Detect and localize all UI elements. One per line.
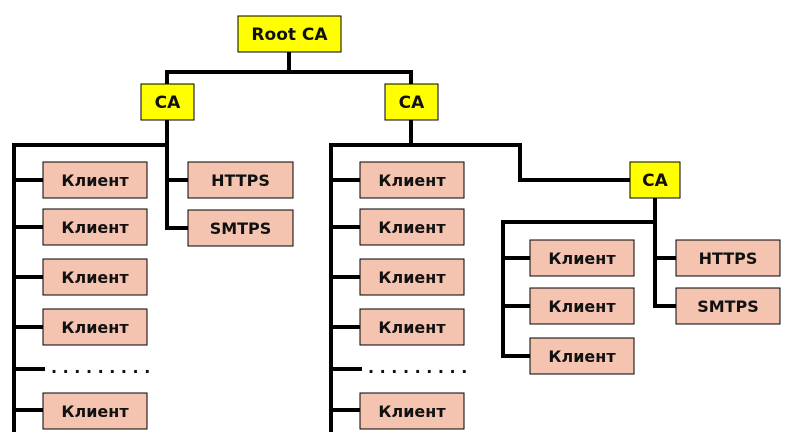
left-client-box-4: [42, 308, 148, 346]
left-client-branches: [12, 178, 45, 412]
right-ca-label: CA: [399, 93, 425, 113]
sub-client-branches: [501, 256, 532, 358]
root-ca-label: Root CA: [251, 25, 328, 45]
left-client-label-4: Клиент: [61, 318, 129, 337]
right-client-list: Клиент Клиент Клиент Клиент . . . . . . …: [359, 161, 467, 430]
right-client-branches: [329, 178, 362, 412]
left-ellipsis: . . . . . . . . .: [51, 358, 150, 377]
left-server-branches: [165, 178, 190, 230]
sub-client-box-1: [529, 239, 635, 277]
right-ca-box: [384, 83, 439, 121]
sub-smtps-label: SMTPS: [697, 297, 759, 316]
sub-client-list: Клиент Клиент Клиент: [529, 239, 635, 375]
left-trunk: [12, 118, 169, 432]
left-ca-box: [140, 83, 195, 121]
sub-trunk: [501, 196, 657, 358]
sub-https-box: [675, 239, 781, 277]
sub-ca-node: CA: [629, 161, 681, 199]
right-ca-node: CA: [384, 83, 439, 121]
left-client-label-3: Клиент: [61, 268, 129, 287]
left-client-label-1: Клиент: [61, 171, 129, 190]
right-client-box-1: [359, 161, 465, 199]
right-client-label-1: Клиент: [378, 171, 446, 190]
sub-client-box-2: [529, 287, 635, 325]
right-client-label-2: Клиент: [378, 218, 446, 237]
left-https-label: HTTPS: [211, 171, 270, 190]
left-client-label-2: Клиент: [61, 218, 129, 237]
left-ca-node: CA: [140, 83, 195, 121]
sub-client-label-3: Клиент: [548, 347, 616, 366]
left-client-label-5: Клиент: [61, 402, 129, 421]
sub-server-branches: [653, 256, 678, 308]
right-trunk: [329, 118, 522, 432]
sub-https-label: HTTPS: [699, 249, 758, 268]
sub-server-list: HTTPS SMTPS: [675, 239, 781, 325]
right-client-label-5: Клиент: [378, 402, 446, 421]
left-client-box-1: [42, 161, 148, 199]
right-client-box-4: [359, 308, 465, 346]
right-client-label-3: Клиент: [378, 268, 446, 287]
left-client-box-3: [42, 258, 148, 296]
root-ca-box: [237, 15, 342, 53]
root-ca-node: Root CA: [237, 15, 342, 53]
left-client-list: Клиент Клиент Клиент Клиент . . . . . . …: [42, 161, 150, 430]
right-client-box-2: [359, 208, 465, 246]
connector-lines: [12, 50, 678, 432]
left-smtps-box: [187, 209, 294, 247]
left-ca-label: CA: [155, 93, 181, 113]
sub-client-label-2: Клиент: [548, 297, 616, 316]
left-client-box-5: [42, 392, 148, 430]
right-to-sub-ca: [518, 143, 632, 182]
left-https-box: [187, 161, 294, 199]
right-client-box-3: [359, 258, 465, 296]
sub-smtps-box: [675, 287, 781, 325]
right-client-label-4: Клиент: [378, 318, 446, 337]
left-client-box-2: [42, 208, 148, 246]
left-smtps-label: SMTPS: [210, 219, 272, 238]
sub-ca-label: CA: [642, 171, 668, 191]
sub-client-box-3: [529, 337, 635, 375]
left-server-list: HTTPS SMTPS: [187, 161, 294, 247]
right-ellipsis: . . . . . . . . .: [368, 358, 467, 377]
sub-client-label-1: Клиент: [548, 249, 616, 268]
sub-ca-box: [629, 161, 681, 199]
root-connector: [165, 50, 413, 86]
right-client-box-5: [359, 392, 465, 430]
